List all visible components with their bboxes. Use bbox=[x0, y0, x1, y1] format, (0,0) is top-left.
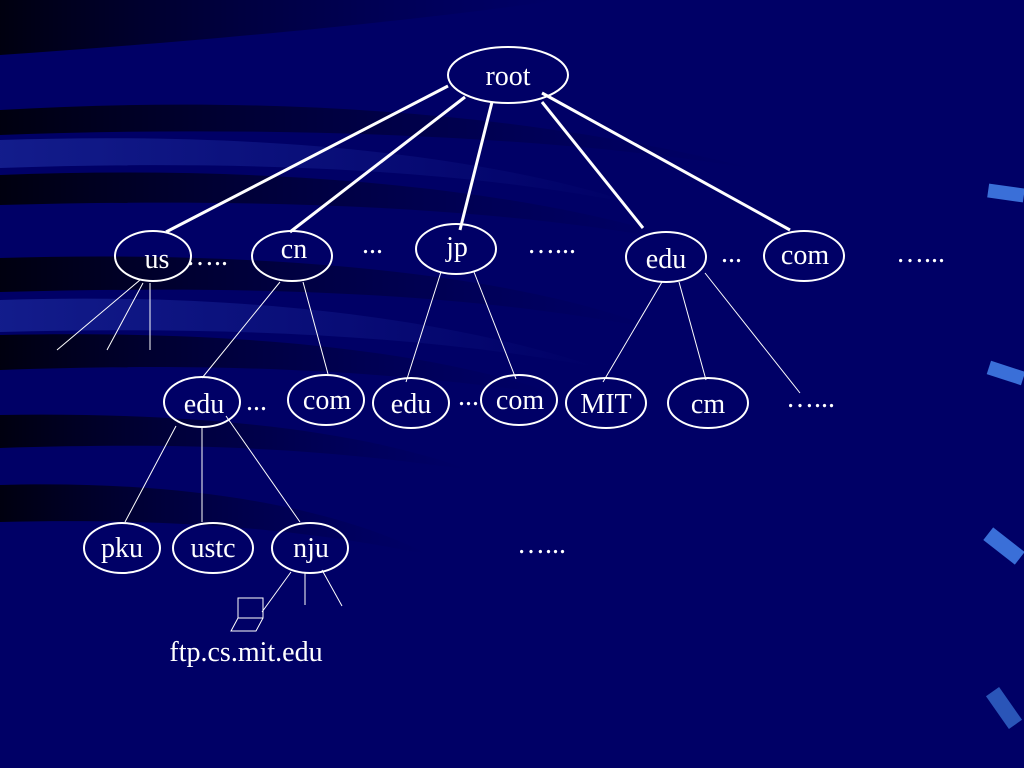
ellipsis-edu-com: ... bbox=[721, 238, 742, 269]
node-cm-label: cm bbox=[691, 389, 725, 420]
edge-highlight bbox=[983, 527, 1024, 565]
background-band bbox=[0, 172, 700, 245]
node-jp-edu-ellipse bbox=[372, 377, 450, 429]
node-com-label: com bbox=[781, 240, 829, 271]
ellipsis-jp-edu-com: ... bbox=[458, 381, 479, 412]
node-root-ellipse bbox=[447, 46, 569, 104]
edge-root-jp bbox=[458, 101, 494, 231]
node-mit-ellipse bbox=[565, 377, 647, 429]
edge-edu-nju bbox=[225, 415, 301, 523]
node-us-label: us bbox=[145, 244, 170, 275]
edge-root-com bbox=[541, 91, 791, 232]
edge-edu-more bbox=[704, 272, 801, 394]
ellipsis-after-com: …... bbox=[896, 238, 945, 269]
edge-cn-edu bbox=[201, 281, 281, 379]
background-band bbox=[0, 334, 560, 395]
node-mit-label: MIT bbox=[580, 389, 631, 420]
node-cn-com-ellipse bbox=[287, 374, 365, 426]
node-jp-edu-label: edu bbox=[391, 389, 431, 420]
node-pku-label: pku bbox=[101, 533, 143, 564]
node-edu-ellipse bbox=[625, 231, 707, 283]
edge-nju-host bbox=[261, 571, 292, 613]
background-band bbox=[0, 104, 760, 170]
edge-root-cn bbox=[289, 95, 466, 234]
node-cm-ellipse bbox=[667, 377, 749, 429]
node-cn-edu-label: edu bbox=[184, 389, 224, 420]
node-pku-ellipse bbox=[83, 522, 161, 574]
background-band bbox=[0, 484, 430, 555]
node-us-ellipse bbox=[114, 230, 192, 282]
node-nju-ellipse bbox=[271, 522, 349, 574]
node-root-label: root bbox=[485, 61, 530, 92]
node-jp-com-ellipse bbox=[480, 374, 558, 426]
edge-cn-com bbox=[302, 281, 329, 375]
edge-root-us bbox=[165, 84, 449, 234]
node-nju-label: nju bbox=[293, 533, 329, 564]
ellipsis-cn-edu-com: ... bbox=[246, 386, 267, 417]
edge-nju-host bbox=[321, 569, 343, 607]
node-jp-com-label: com bbox=[496, 385, 544, 416]
node-cn-edu-ellipse bbox=[163, 376, 241, 428]
ellipsis-jp-edu: …... bbox=[527, 229, 576, 260]
ellipsis-edu-sub: …... bbox=[786, 383, 835, 414]
node-ustc-label: ustc bbox=[190, 533, 235, 564]
node-cn-ellipse bbox=[251, 230, 333, 282]
ellipsis-cn-jp: ... bbox=[362, 229, 383, 260]
edge-us-child bbox=[106, 282, 144, 351]
background-band bbox=[0, 256, 660, 330]
host-label: ftp.cs.mit.edu bbox=[169, 637, 322, 668]
edge-highlight bbox=[986, 360, 1024, 386]
edge-edu-mit bbox=[602, 281, 663, 383]
edge-jp-edu bbox=[405, 271, 442, 383]
node-cn-com-label: com bbox=[303, 385, 351, 416]
edge-root-edu bbox=[540, 101, 645, 229]
background-band bbox=[0, 138, 640, 205]
node-cn-label: cn bbox=[281, 234, 307, 265]
node-com-ellipse bbox=[763, 230, 845, 282]
ellipsis-level3: …... bbox=[517, 529, 566, 560]
edge-edu-cm bbox=[678, 281, 707, 381]
edge-edu-pku bbox=[124, 425, 177, 523]
ellipsis-us-cn: ….. bbox=[186, 241, 228, 272]
background-band bbox=[0, 414, 470, 470]
edge-highlight bbox=[985, 687, 1023, 729]
node-ustc-ellipse bbox=[172, 522, 254, 574]
edge-highlight bbox=[987, 183, 1024, 203]
node-jp-label: jp bbox=[445, 232, 468, 263]
node-edu-label: edu bbox=[646, 244, 686, 275]
edge-us-child bbox=[56, 279, 141, 351]
node-jp-ellipse bbox=[415, 223, 497, 275]
edge-jp-com bbox=[473, 271, 517, 380]
computer-icon bbox=[230, 597, 264, 632]
background-band bbox=[0, 0, 560, 55]
